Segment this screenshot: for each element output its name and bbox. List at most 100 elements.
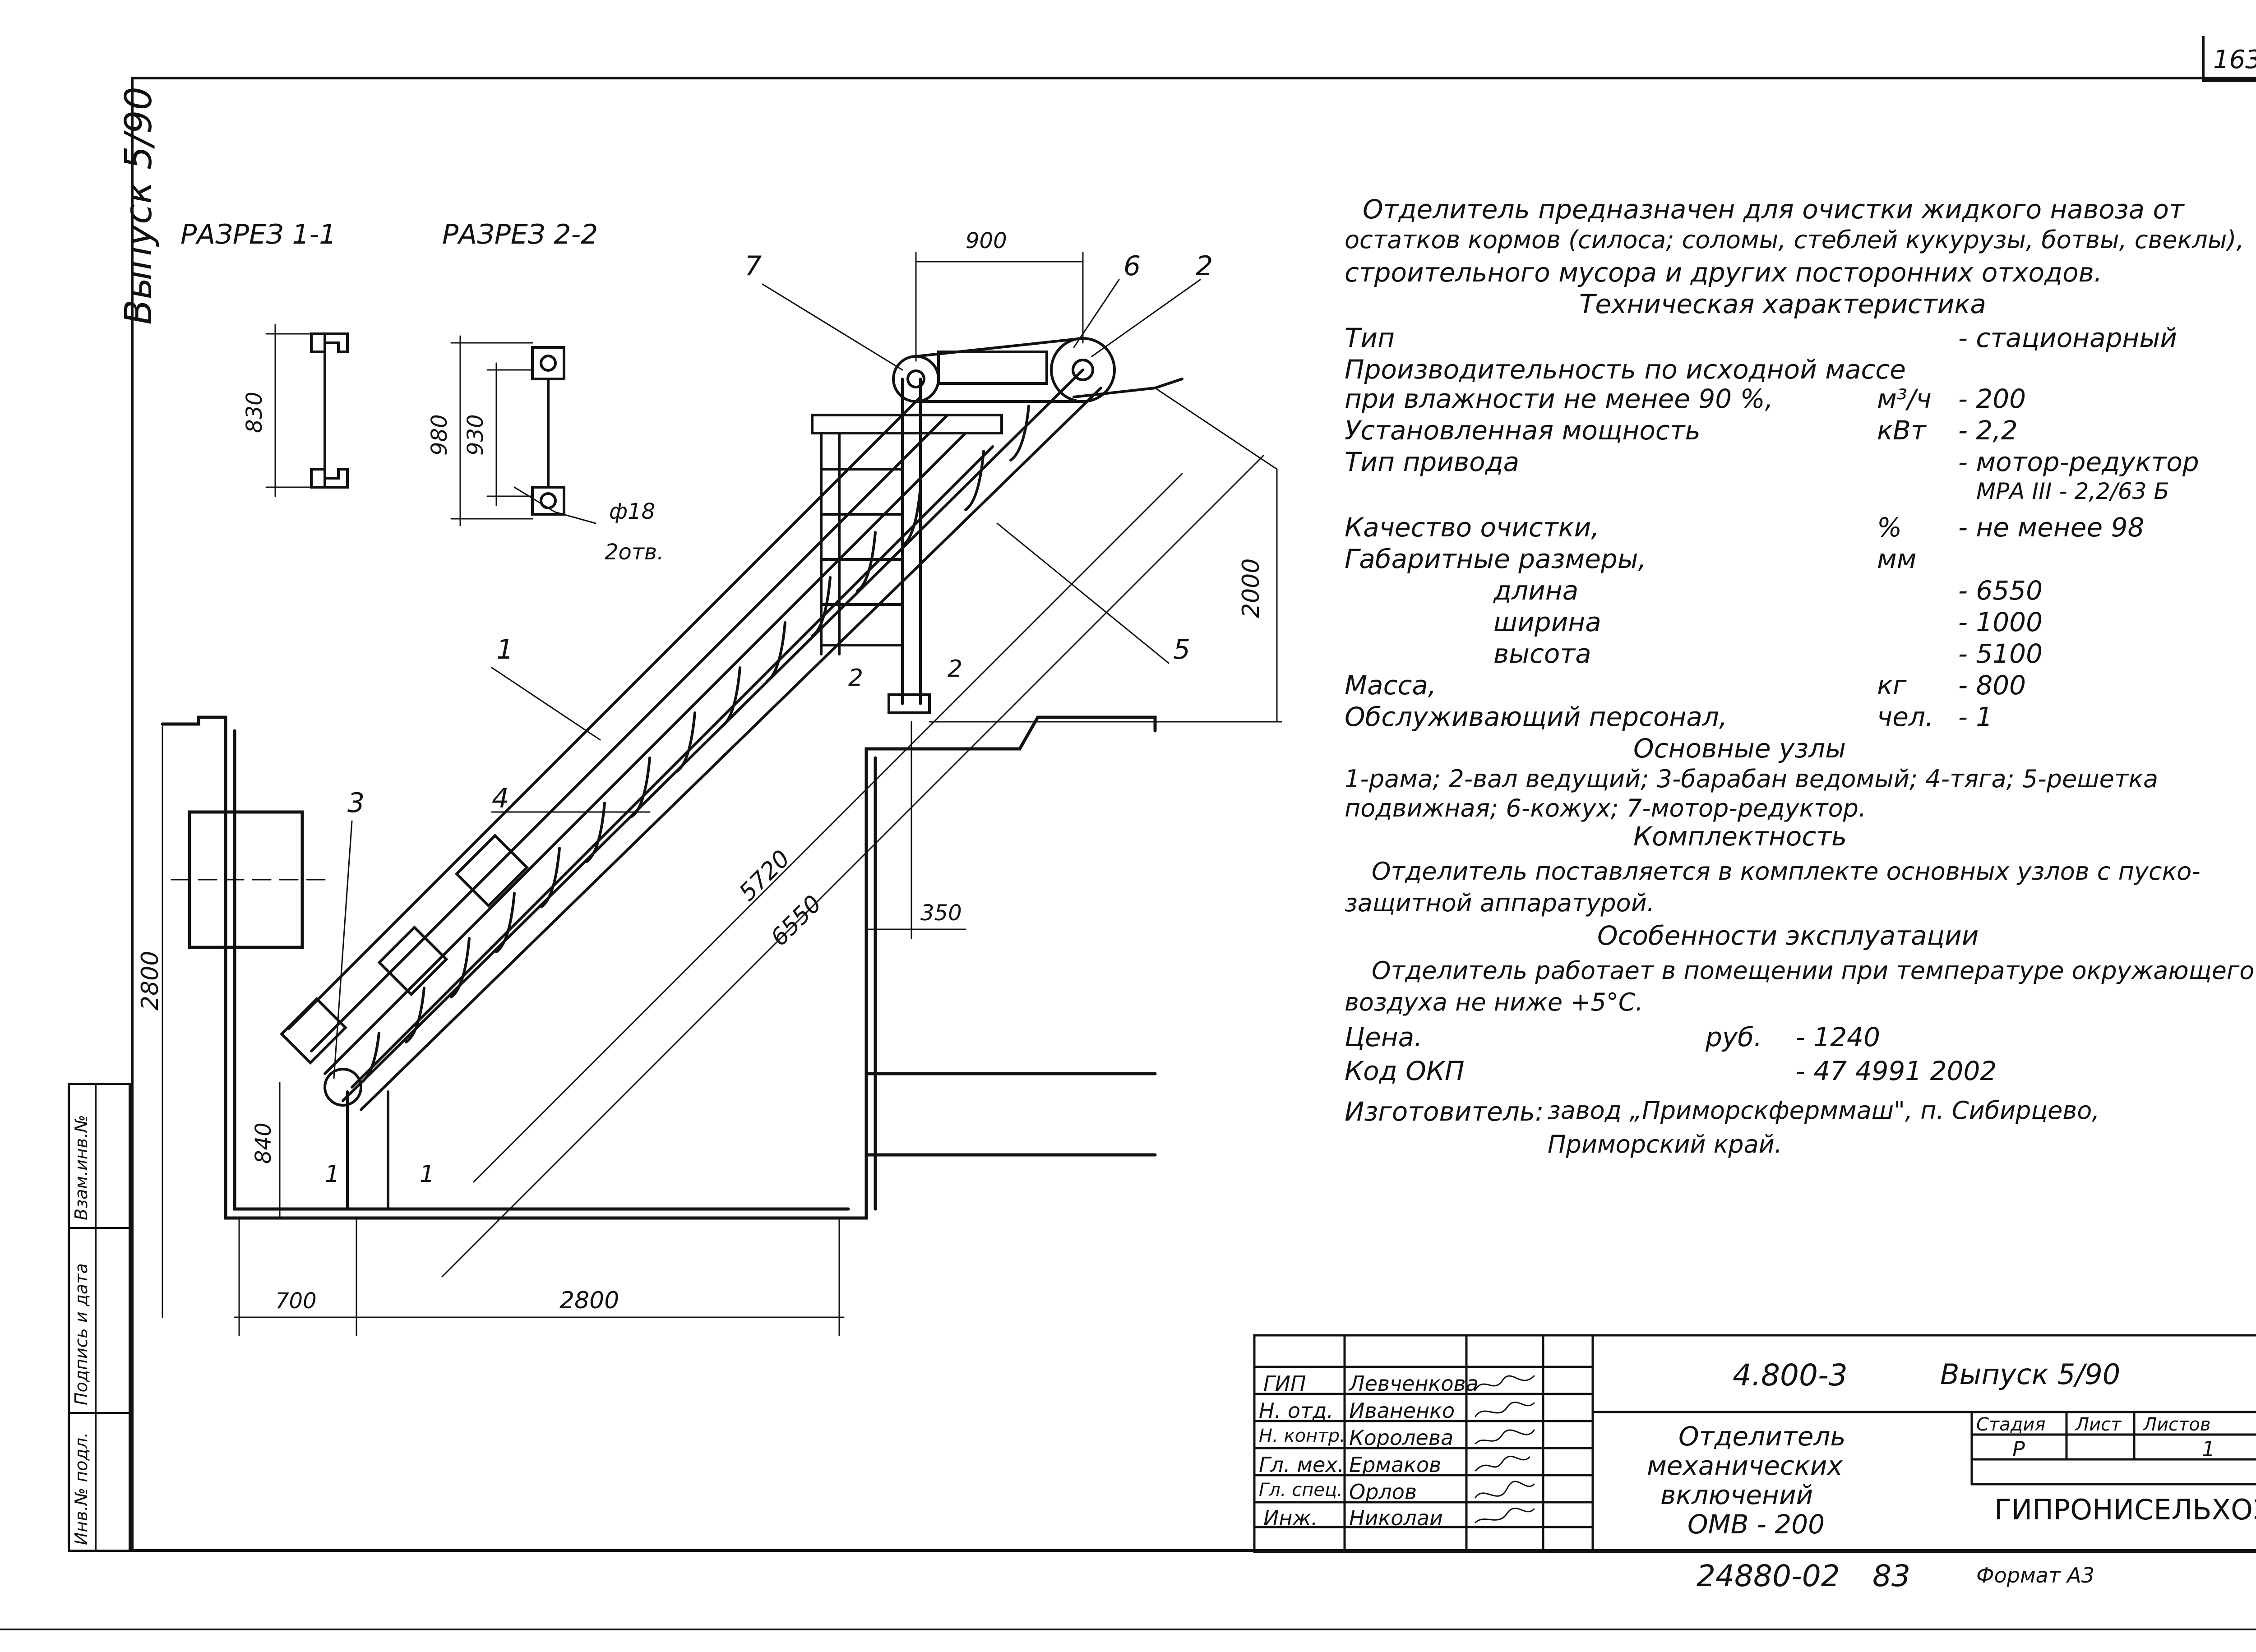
tb-name-line-1: Отделитель: [1678, 1421, 1846, 1452]
tb-role-5: Инж.: [1263, 1506, 1318, 1530]
support-stand: [811, 378, 1003, 714]
callout-3: 3: [347, 787, 365, 819]
maker-label: Изготовитель:: [1345, 1096, 1544, 1127]
side-stamp: [68, 1083, 131, 1552]
row-12-label: Обслуживающий персонал,: [1345, 701, 1728, 732]
tb-name-0: Левченкова: [1349, 1371, 1479, 1396]
dim-length-outer: 6550: [766, 890, 827, 951]
maker-line-1: завод „Приморскферммаш", п. Сибирцево,: [1548, 1096, 2100, 1125]
row-8-value: - 6550: [1958, 575, 2043, 606]
dim-top-width: 900: [966, 228, 1007, 254]
row-4-label: Тип привода: [1345, 447, 1520, 477]
row-0-value: - стационарный: [1958, 323, 2177, 353]
callout-5: 5: [1173, 634, 1190, 665]
dimension-lines: [162, 252, 1282, 1336]
callout-4: 4: [492, 783, 509, 814]
ops-line-2: воздуха не ниже +5°С.: [1345, 988, 1643, 1016]
tb-organization: ГИПРОНИСЕЛЬХОЗ: [1994, 1493, 2256, 1526]
section-1-1-profile: [265, 324, 349, 497]
bottom-trim-line: [0, 1629, 2256, 1630]
row-11-label: Масса,: [1345, 670, 1437, 701]
tech-header: Техническая характеристика: [1579, 289, 1986, 319]
tb-name-1: Иваненко: [1349, 1398, 1455, 1423]
tb-doc-code: 4.800-3: [1733, 1358, 1848, 1393]
row-11-value: - 800: [1958, 670, 2026, 701]
tb-role-1: Н. отд.: [1259, 1398, 1334, 1423]
row-11-unit: кг: [1877, 670, 1907, 701]
callout-6: 6: [1123, 250, 1141, 282]
section-2-2-title: РАЗРЕЗ 2-2: [442, 219, 598, 250]
inventory-number: 24880-02: [1697, 1559, 1840, 1593]
sheet-frame: [131, 77, 2256, 1552]
kit-line-1: Отделитель поставляется в комплекте осно…: [1372, 857, 2201, 886]
row-0-label: Тип: [1345, 323, 1395, 353]
section-2-2-profile: [450, 335, 596, 526]
tb-role-2: Н. контр.: [1259, 1426, 1345, 1446]
callout-2: 2: [1196, 250, 1213, 282]
lower-drum: [324, 1068, 389, 1210]
tb-stage-header: Стадия: [1976, 1414, 2046, 1435]
tb-sheets-header: Листов: [2143, 1414, 2211, 1435]
kit-line-2: защитной аппаратурой.: [1345, 889, 1655, 917]
inclined-frame: [280, 369, 1102, 1111]
row-6-value: - не менее 98: [1958, 512, 2145, 543]
inventory-sheet: 83: [1872, 1559, 1910, 1593]
sheet-format: Формат А3: [1976, 1563, 2094, 1587]
grate-fingers: [360, 405, 1030, 1084]
row-5-value: МРА III - 2,2/63 Б: [1976, 478, 2169, 504]
drive-unit: [892, 337, 1183, 403]
row-3-label: Установленная мощность: [1345, 415, 1701, 446]
row-12-unit: чел.: [1877, 701, 1934, 732]
tb-name-3: Ермаков: [1349, 1453, 1442, 1477]
tb-name-line-3: включений: [1660, 1480, 1813, 1510]
side-stamp-divider: [95, 1083, 97, 1552]
nodes-header: Основные узлы: [1633, 733, 1846, 764]
tb-sheet-header: Лист: [2076, 1414, 2122, 1435]
dim-pit-depth: 2800: [137, 951, 164, 1011]
tb-name-5: Николаи: [1349, 1506, 1443, 1530]
kit-header: Комплектность: [1633, 821, 1847, 852]
side-stamp-divider: [68, 1412, 131, 1414]
dim-bottom-right: 2800: [559, 1287, 619, 1314]
row-6-label: Качество очистки,: [1345, 512, 1600, 543]
row-9-label: ширина: [1493, 607, 1601, 637]
row-7-unit: мм: [1877, 544, 1917, 574]
row-1-label: Производительность по исходной массе: [1345, 354, 1906, 385]
hole-diameter: ф18: [609, 499, 655, 524]
tb-name-4: Орлов: [1349, 1480, 1417, 1504]
tb-stage: Р: [2012, 1437, 2025, 1461]
dim-height-right: 2000: [1238, 558, 1265, 618]
section-mark-1-left: 1: [325, 1161, 340, 1188]
ops-header: Особенности эксплуатации: [1597, 920, 1979, 951]
okp-value: - 47 4991 2002: [1796, 1056, 1997, 1086]
price-value: - 1240: [1796, 1022, 1880, 1052]
section-2-2-dim-outer: 980: [427, 414, 452, 456]
tb-name-2: Королева: [1349, 1426, 1454, 1450]
title-block-frame: [1253, 1334, 2256, 1553]
tb-issue: Выпуск 5/90: [1940, 1358, 2121, 1391]
section-mark-2-left: 2: [848, 664, 863, 692]
tb-name-line-2: механических: [1647, 1450, 1843, 1481]
nodes-line-1: 1-рама; 2-вал ведущий; 3-барабан ведомый…: [1345, 765, 2159, 793]
row-2-unit: м³/ч: [1877, 383, 1932, 414]
tb-name-line-4: ОМВ - 200: [1687, 1509, 1825, 1540]
row-2-label: при влажности не менее 90 %,: [1345, 383, 1774, 414]
row-6-unit: %: [1877, 512, 1902, 543]
callout-7: 7: [744, 250, 762, 282]
maker-line-2: Приморский край.: [1548, 1130, 1782, 1158]
nodes-line-2: подвижная; 6-кожух; 7-мотор-редуктор.: [1345, 794, 1867, 822]
row-10-value: - 5100: [1958, 638, 2043, 669]
page-number: 163: [2213, 45, 2256, 74]
section-1-1-dim: 830: [242, 392, 267, 433]
row-3-unit: кВт: [1877, 415, 1926, 446]
dim-offset: 350: [920, 900, 962, 926]
row-7-label: Габаритные размеры,: [1345, 544, 1646, 574]
pit-outline: [161, 715, 1157, 1220]
section-mark-1-right: 1: [420, 1161, 435, 1188]
tb-role-0: ГИП: [1263, 1371, 1306, 1396]
signatures: [1475, 1375, 1535, 1523]
tb-role-3: Гл. мех.: [1259, 1453, 1345, 1477]
side-stamp-divider: [68, 1227, 131, 1229]
row-2-value: - 200: [1958, 383, 2026, 414]
